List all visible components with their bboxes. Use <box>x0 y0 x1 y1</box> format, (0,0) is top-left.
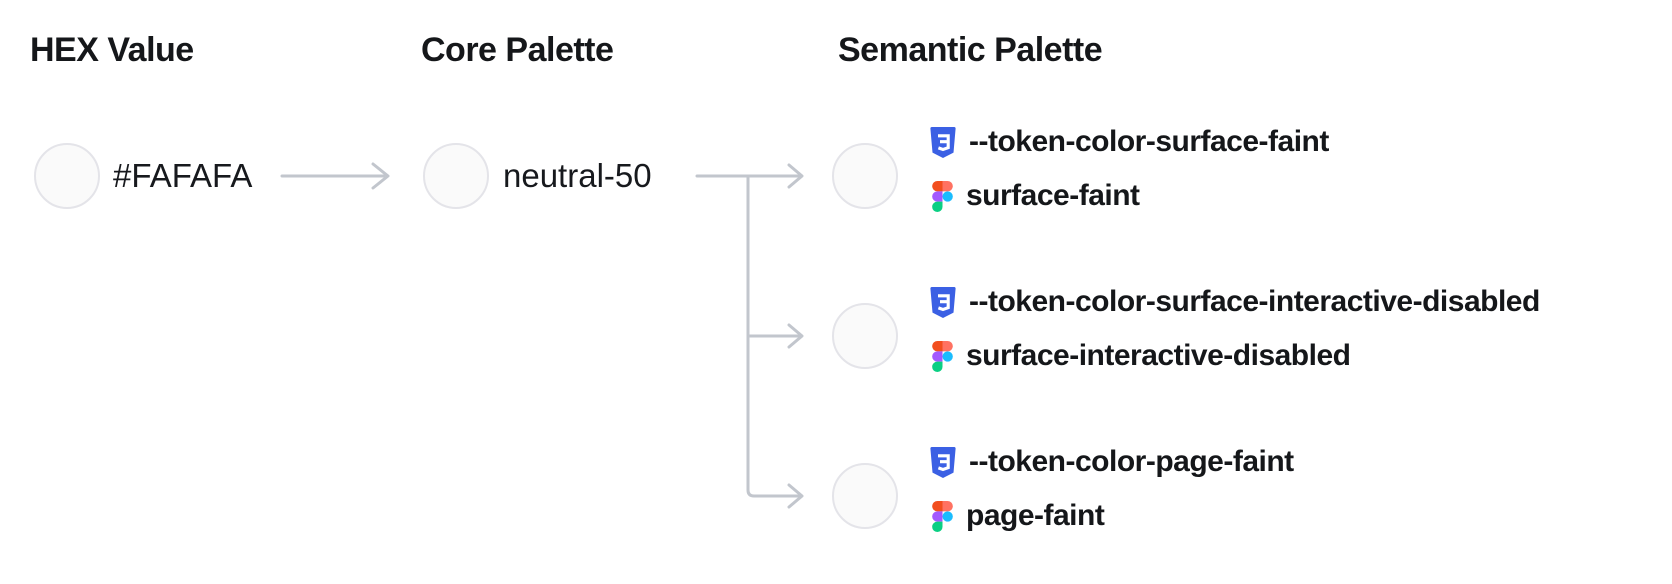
css3-shield-icon <box>930 446 956 478</box>
core-color-swatch <box>423 143 489 209</box>
semantic-swatch-surface-faint <box>832 143 898 209</box>
core-palette-label: neutral-50 <box>503 157 652 194</box>
figma-token-row: surface-faint <box>932 178 1140 214</box>
column-header-semantic-palette: Semantic Palette <box>838 31 1103 69</box>
semantic-swatch-surface-interactive-disabled <box>832 303 898 369</box>
css3-shield-icon <box>930 126 956 158</box>
css-token-label: --token-color-surface-interactive-disabl… <box>969 285 1540 318</box>
column-header-core-palette: Core Palette <box>421 31 614 69</box>
figma-token-label: page-faint <box>966 499 1105 532</box>
figma-logo-icon <box>932 500 953 532</box>
arrow-hex-to-core-icon <box>280 162 390 190</box>
hex-value-label: #FAFAFA <box>113 157 253 194</box>
css3-shield-icon <box>930 286 956 318</box>
figma-token-row: surface-interactive-disabled <box>932 338 1351 374</box>
figma-logo-icon <box>932 180 953 212</box>
semantic-swatch-page-faint <box>832 463 898 529</box>
column-header-hex-value: HEX Value <box>30 31 194 69</box>
figma-logo-icon <box>932 340 953 372</box>
figma-token-row: page-faint <box>932 498 1105 534</box>
css-token-label: --token-color-page-faint <box>969 445 1294 478</box>
figma-token-label: surface-faint <box>966 179 1140 212</box>
figma-token-label: surface-interactive-disabled <box>966 339 1351 372</box>
css-token-row: --token-color-surface-interactive-disabl… <box>930 284 1540 320</box>
css-token-row: --token-color-page-faint <box>930 444 1294 480</box>
hex-color-swatch <box>34 143 100 209</box>
css-token-label: --token-color-surface-faint <box>969 125 1329 158</box>
css-token-row: --token-color-surface-faint <box>930 124 1329 160</box>
branch-connector-arrows-icon <box>695 163 804 509</box>
